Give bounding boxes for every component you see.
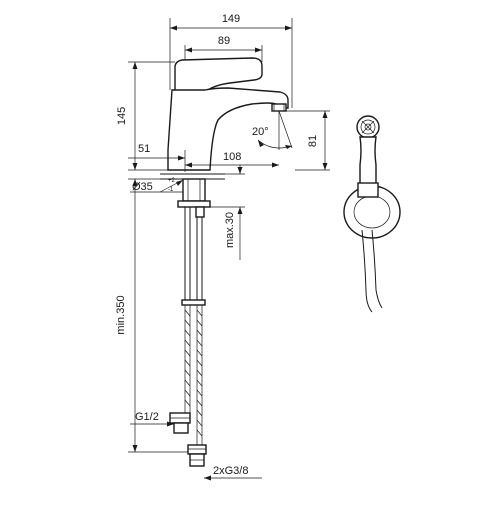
dim-base-offset-label: 51: [138, 143, 150, 155]
dim-spout-angle: 20°: [252, 110, 293, 150]
dim-overall-width: 149: [169, 13, 293, 108]
deck-base: [160, 173, 225, 218]
dim-inlet-thread: G1/2: [130, 411, 174, 427]
dim-spout-height: 81: [285, 110, 330, 171]
dim-height: 145: [116, 61, 175, 171]
dim-handle-width-label: 89: [218, 35, 230, 47]
dim-spout-height-label: 81: [307, 135, 319, 147]
dim-spout-reach: 108: [184, 150, 279, 172]
dim-hole-diameter-label: Ø35: [132, 181, 153, 193]
faucet-body: [167, 57, 289, 171]
dim-min-hose: min.350: [115, 178, 188, 453]
dim-hole-tol-lower: -1: [168, 187, 174, 193]
dim-spout-angle-label: 20°: [252, 126, 269, 138]
dim-handle-width: 89: [184, 35, 263, 62]
dim-base-offset: 51: [128, 143, 185, 161]
dim-height-label: 145: [116, 107, 128, 125]
supply-hoses: [169, 207, 207, 467]
dim-spout-reach-label: 108: [223, 151, 241, 163]
dim-max-deck-label: max.30: [224, 212, 236, 248]
dim-min-hose-label: min.350: [115, 295, 127, 334]
dim-hole-diameter: Ø35 +2 -1: [130, 178, 184, 193]
dim-outlet-thread: 2xG3/8: [204, 465, 262, 481]
dim-inlet-thread-label: G1/2: [135, 411, 159, 423]
dim-max-deck: max.30: [210, 165, 245, 260]
dim-outlet-thread-label: 2xG3/8: [213, 465, 248, 477]
dim-hole-tol-upper: +2: [168, 178, 176, 184]
bidet-spray-view: [343, 115, 401, 313]
dim-overall-width-label: 149: [222, 13, 240, 25]
